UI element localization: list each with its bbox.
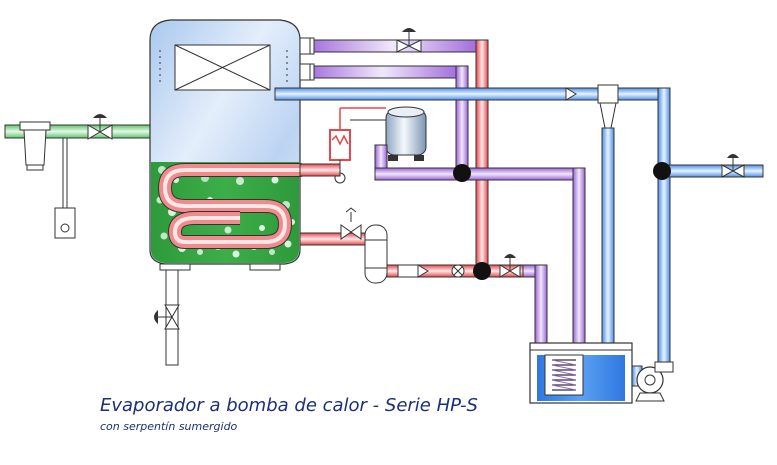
pipe-junctions — [453, 162, 671, 280]
compressor — [385, 106, 427, 161]
hot-gas-riser — [475, 39, 489, 276]
vapour-line — [274, 87, 764, 364]
submerged-coil — [158, 163, 307, 249]
liquid-receiver — [364, 224, 388, 284]
drain-valve-icon — [154, 304, 180, 330]
coil-inlet-pipe — [299, 163, 341, 177]
feed-filter — [19, 121, 51, 171]
vessel-bottom-outlets — [159, 263, 281, 366]
expansion-valve-icon — [499, 254, 521, 278]
liquid-line — [386, 264, 548, 344]
cooling-tank — [529, 342, 633, 404]
circulation-pump — [631, 361, 674, 402]
ejector — [597, 84, 619, 344]
feed-valve-icon — [87, 114, 113, 140]
top-valve-icon — [396, 28, 422, 53]
purple-riser — [455, 65, 469, 177]
diagram-title: Evaporador a bomba de calor - Serie HP-S — [100, 395, 478, 416]
level-probe-icon — [54, 137, 76, 239]
outlet-valve-icon — [721, 154, 745, 178]
safety-valve-icon — [340, 207, 362, 240]
diagram-subtitle: con serpentín sumergido — [100, 420, 238, 433]
top-pipes — [299, 37, 486, 81]
